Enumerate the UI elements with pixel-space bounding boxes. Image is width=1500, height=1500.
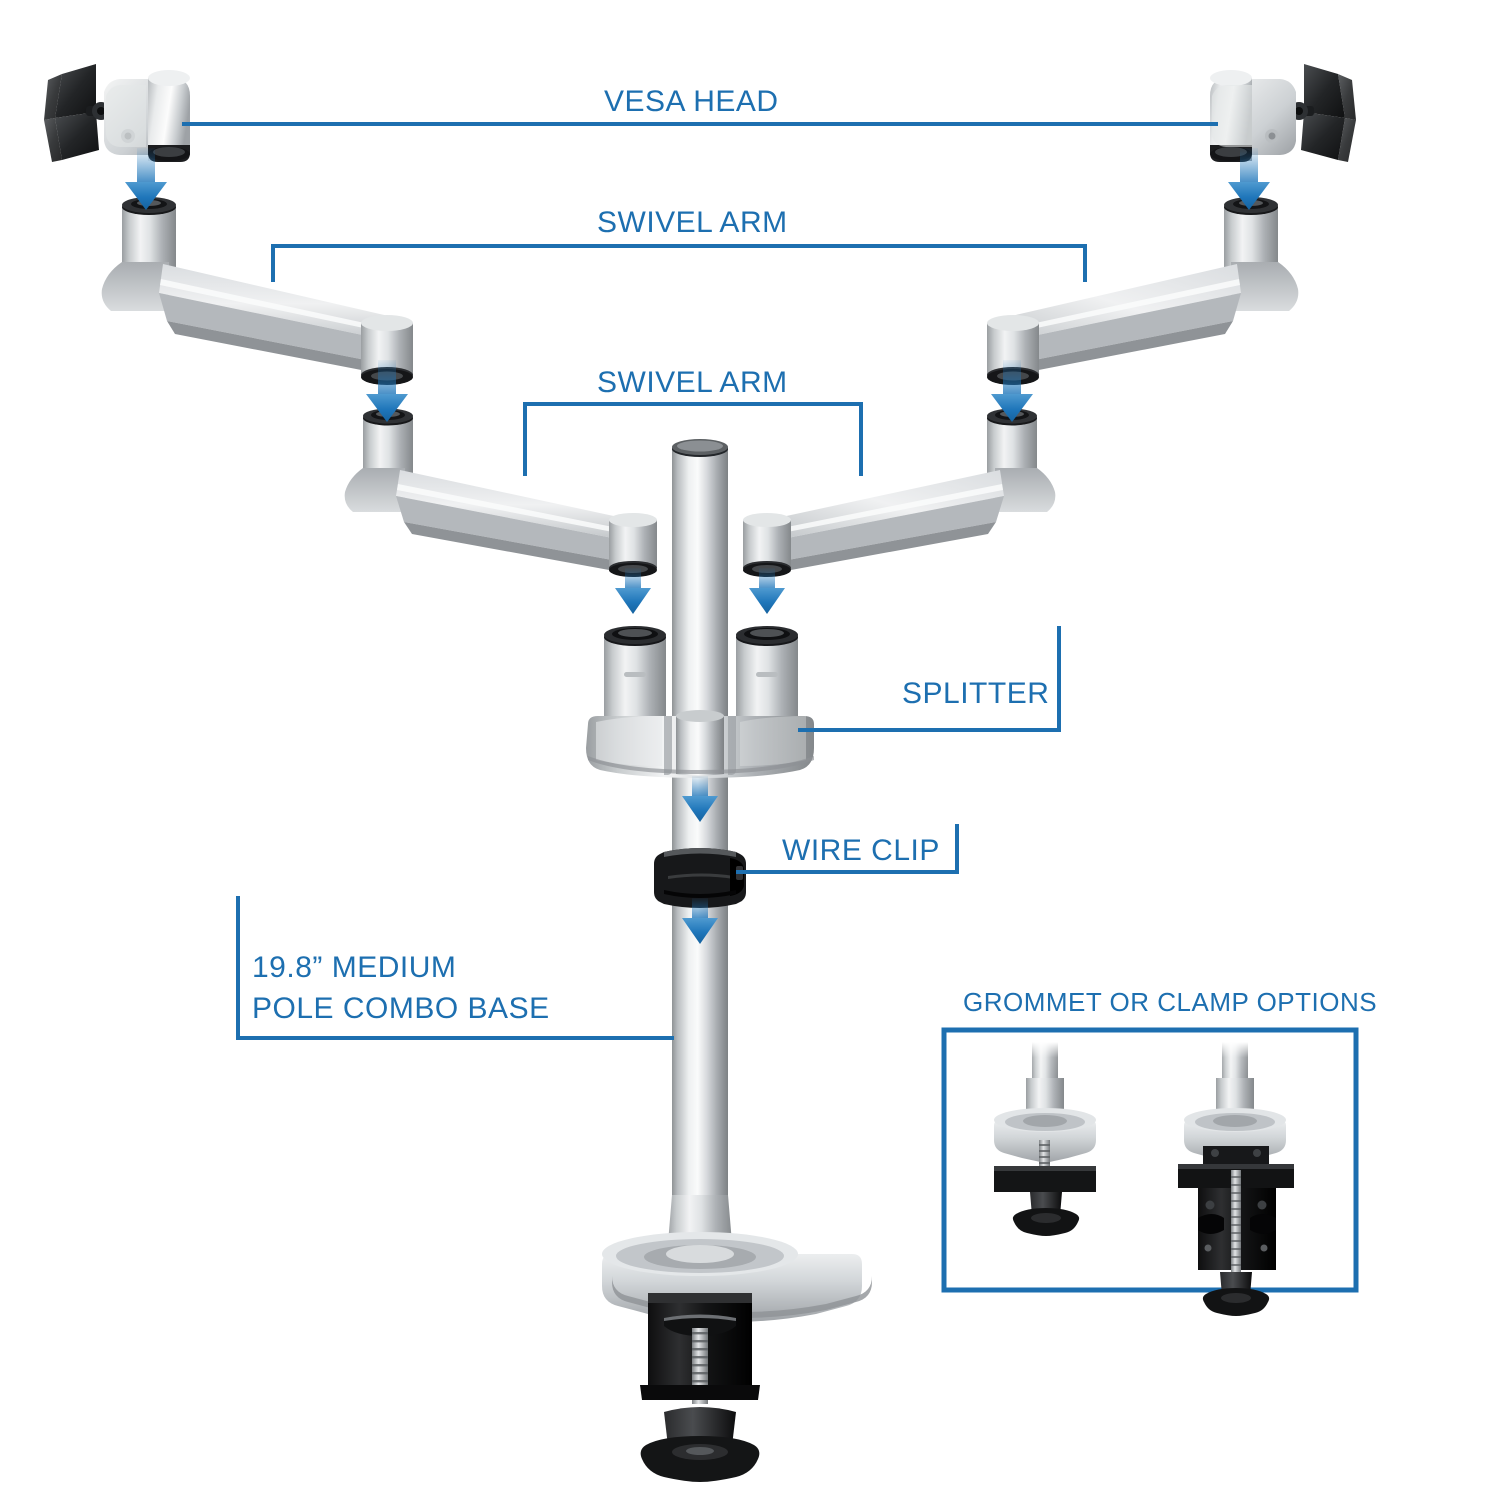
- grommet-clamp-inset: [941, 1027, 1359, 1316]
- assembly-arrow-upper-arm-left: [366, 360, 408, 422]
- label-wire-clip: WIRE CLIP: [782, 834, 940, 867]
- vesa-head-right-art: [1210, 64, 1356, 162]
- assembly-arrow-vesa-right: [1228, 148, 1270, 210]
- swivel-arm-lower-left-art: [344, 408, 657, 577]
- assembly-arrow-vesa-left: [125, 148, 167, 210]
- label-swivel-arm-lower: SWIVEL ARM: [597, 366, 788, 399]
- grommet-mount-art: [994, 1042, 1096, 1236]
- pole-combo-base-art: [602, 439, 872, 1322]
- swivel-arm-lower-right-art: [743, 408, 1056, 577]
- label-pole-combo-base-line1: 19.8” MEDIUM: [252, 951, 457, 984]
- splitter-art: [586, 626, 814, 778]
- vesa-head-left-art: [44, 64, 190, 162]
- label-pole-combo-base-line2: POLE COMBO BASE: [252, 992, 550, 1026]
- label-pole-combo-base: 19.8” MEDIUM POLE COMBO BASE: [252, 950, 550, 1027]
- assembly-arrow-wire-clip: [682, 898, 718, 944]
- label-vesa-head: VESA HEAD: [604, 85, 779, 118]
- label-swivel-arm-upper: SWIVEL ARM: [597, 206, 788, 239]
- leader-swivel-arm-upper: [271, 244, 1087, 282]
- assembly-arrow-lower-arm-left: [615, 568, 651, 614]
- swivel-arm-upper-right-art: [987, 197, 1299, 385]
- label-splitter: SPLITTER: [902, 677, 1050, 710]
- leader-swivel-arm-lower: [523, 402, 863, 476]
- assembly-arrow-lower-arm-right: [749, 568, 785, 614]
- swivel-arm-upper-left-art: [101, 197, 413, 385]
- desk-clamp-art: [640, 1293, 760, 1482]
- assembly-arrow-splitter: [682, 776, 718, 822]
- wire-clip-art: [654, 848, 746, 908]
- c-clamp-mount-art: [1178, 1042, 1294, 1316]
- label-grommet-clamp-options: GROMMET OR CLAMP OPTIONS: [963, 987, 1378, 1017]
- assembly-arrow-upper-arm-right: [991, 360, 1033, 422]
